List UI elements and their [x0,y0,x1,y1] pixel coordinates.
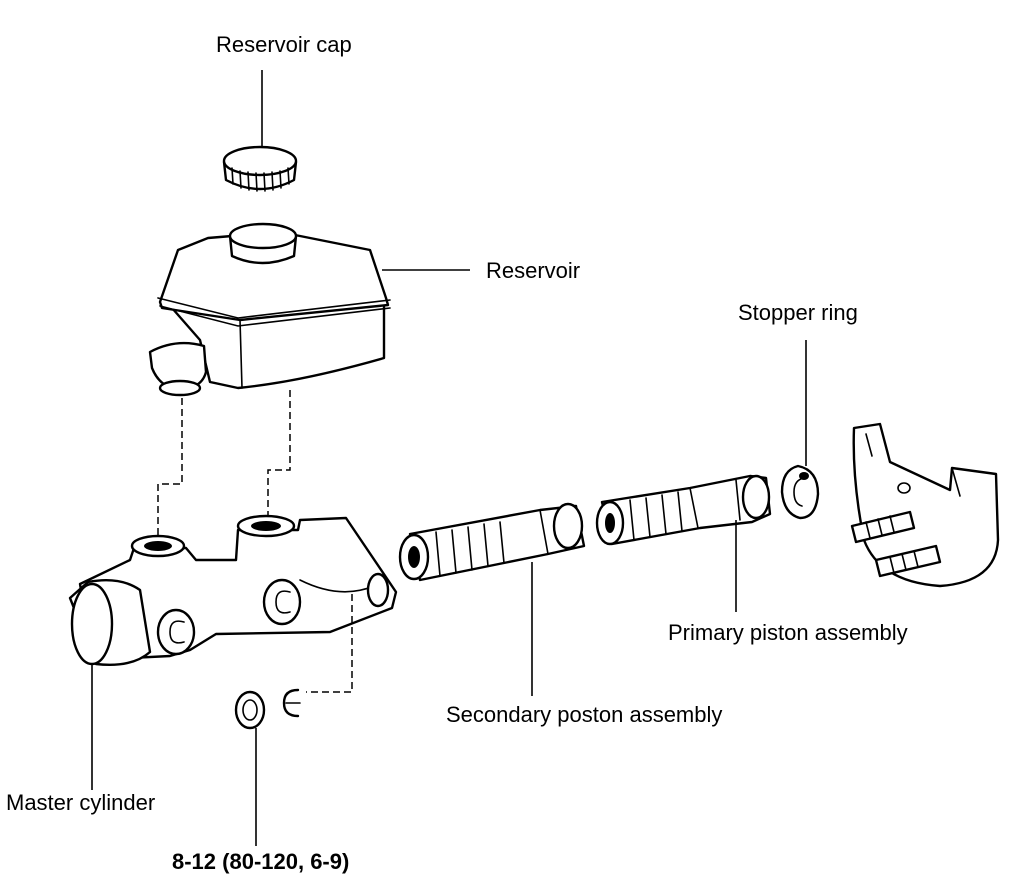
secondary-piston-label: Secondary poston assembly [446,702,722,727]
reservoir [148,222,391,397]
bleed-nut [234,690,266,730]
reservoir-port-guide-right [267,390,291,520]
master-cylinder-label: Master cylinder [6,790,155,815]
primary-piston-assembly [595,474,772,546]
stopper-ring-label: Stopper ring [738,300,858,325]
mounting-bracket [850,422,1000,588]
master-cylinder [68,514,398,666]
reservoir-cap-label: Reservoir cap [216,32,352,57]
bleed-cap [282,688,301,718]
reservoir-port-guide-left [157,398,183,540]
torque-spec-label: 8-12 (80-120, 6-9) [172,849,349,874]
reservoir-label: Reservoir [486,258,580,283]
stopper-ring [780,464,820,520]
reservoir-cap [222,145,298,192]
primary-piston-label: Primary piston assembly [668,620,908,645]
secondary-piston-assembly [398,502,586,582]
